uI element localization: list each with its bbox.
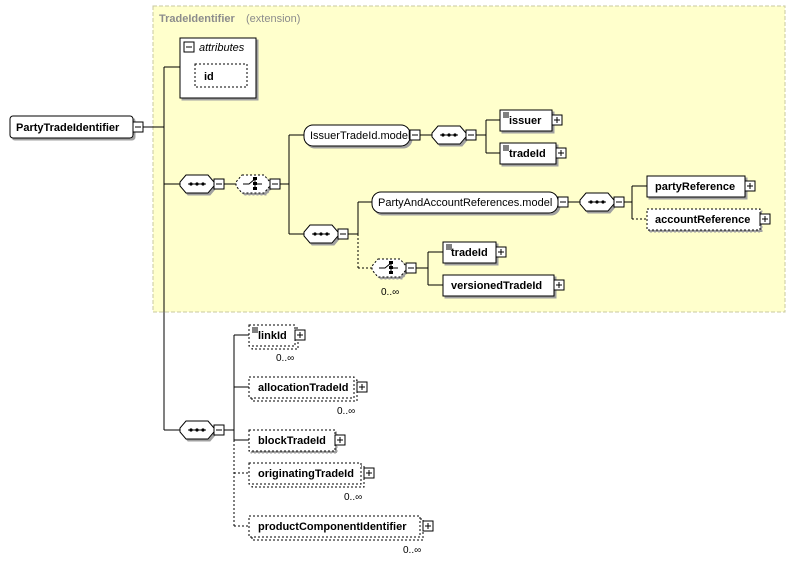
sequence-compositor[interactable] bbox=[579, 192, 625, 212]
occurrence-label: 0..∞ bbox=[337, 406, 355, 417]
element-link-id[interactable]: linkId 0..∞ bbox=[248, 324, 306, 364]
choice-compositor[interactable]: 0..∞ bbox=[371, 258, 417, 298]
element-label: accountReference bbox=[655, 214, 750, 226]
attributes-label: attributes bbox=[199, 42, 245, 54]
attribute-id-label: id bbox=[204, 71, 214, 83]
attributes-group: attributes id bbox=[179, 37, 257, 99]
element-trade-id[interactable]: tradeId bbox=[442, 241, 507, 264]
element-account-reference[interactable]: accountReference bbox=[646, 208, 771, 231]
element-party-reference[interactable]: partyReference bbox=[646, 175, 756, 198]
root-element-label: PartyTradeIdentifier bbox=[16, 122, 120, 134]
element-product-component-identifier[interactable]: productComponentIdentifier 0..∞ bbox=[248, 515, 434, 556]
attribute-id[interactable] bbox=[194, 63, 248, 88]
extension-qualifier: (extension) bbox=[246, 13, 300, 25]
element-label: originatingTradeId bbox=[258, 468, 354, 480]
sequence-compositor[interactable] bbox=[431, 125, 477, 145]
element-label: allocationTradeId bbox=[258, 382, 348, 394]
issuer-trade-id-model-group[interactable]: IssuerTradeId.model bbox=[303, 124, 421, 147]
extension-type-name: TradeIdentifier bbox=[159, 13, 236, 25]
sequence-compositor[interactable] bbox=[179, 174, 225, 194]
occurrence-label: 0..∞ bbox=[344, 492, 362, 503]
sequence-compositor[interactable] bbox=[303, 224, 349, 244]
element-allocation-trade-id[interactable]: allocationTradeId 0..∞ bbox=[248, 376, 368, 417]
occurrence-label: 0..∞ bbox=[403, 545, 421, 556]
element-label: productComponentIdentifier bbox=[258, 521, 407, 533]
occurrence-label: 0..∞ bbox=[276, 353, 294, 364]
element-label: partyReference bbox=[655, 181, 735, 193]
element-block-trade-id[interactable]: blockTradeId bbox=[248, 429, 346, 452]
element-label: blockTradeId bbox=[258, 435, 326, 447]
element-label: tradeId bbox=[509, 148, 546, 160]
element-originating-trade-id[interactable]: originatingTradeId 0..∞ bbox=[248, 462, 375, 503]
sequence-compositor[interactable] bbox=[179, 420, 225, 440]
element-trade-id[interactable]: tradeId bbox=[499, 142, 567, 165]
choice-compositor[interactable] bbox=[235, 174, 281, 194]
party-and-account-references-model-group[interactable]: PartyAndAccountReferences.model bbox=[371, 191, 569, 214]
element-issuer[interactable]: issuer bbox=[499, 109, 563, 132]
root-element[interactable]: PartyTradeIdentifier bbox=[9, 115, 144, 139]
element-label: linkId bbox=[258, 330, 287, 342]
element-label: versionedTradeId bbox=[451, 280, 542, 292]
element-label: issuer bbox=[509, 115, 542, 127]
element-label: tradeId bbox=[451, 247, 488, 259]
issuer-model-label: IssuerTradeId.model bbox=[310, 130, 410, 142]
occurrence-label: 0..∞ bbox=[381, 287, 399, 298]
element-versioned-trade-id[interactable]: versionedTradeId bbox=[442, 274, 565, 297]
optional-connector-lines bbox=[233, 202, 647, 527]
party-model-label: PartyAndAccountReferences.model bbox=[378, 197, 552, 209]
